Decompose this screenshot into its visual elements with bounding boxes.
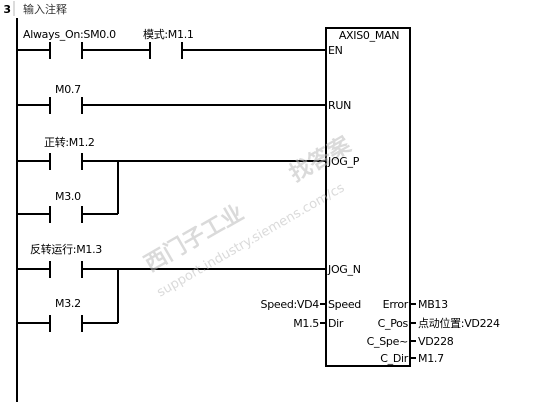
contact-label-m30[interactable]: M3.0 bbox=[55, 190, 81, 203]
contact-label-m32[interactable]: M3.2 bbox=[55, 297, 81, 310]
block-title[interactable]: AXIS0_MAN bbox=[338, 29, 400, 42]
pin-jog-p: JOG_P bbox=[328, 155, 360, 168]
contact-label-always-on[interactable]: Always_On:SM0.0 bbox=[23, 28, 116, 41]
network-comment[interactable]: 输入注释 bbox=[23, 3, 67, 16]
pin-run: RUN bbox=[328, 99, 352, 112]
pin-error: Error bbox=[382, 298, 409, 311]
operand-cdir[interactable]: M1.7 bbox=[418, 352, 444, 365]
operand-dir[interactable]: M1.5 bbox=[293, 317, 319, 330]
operand-cspe[interactable]: VD228 bbox=[418, 335, 454, 348]
pin-c-spe: C_Spe~ bbox=[366, 335, 409, 348]
watermark: 西门子工业 找答案 support.industry.siemens.com/c… bbox=[140, 131, 356, 300]
function-block-box bbox=[325, 27, 411, 367]
network-number: 3 bbox=[3, 3, 11, 16]
contact-label-m07[interactable]: M0.7 bbox=[55, 83, 81, 96]
pin-c-pos: C_Pos bbox=[377, 317, 409, 330]
pin-jog-n: JOG_N bbox=[328, 263, 361, 276]
rung-jog-n bbox=[17, 261, 326, 332]
rung-jog-p bbox=[17, 153, 326, 223]
pin-c-dir: C_Dir bbox=[380, 352, 408, 365]
rung-run bbox=[17, 97, 326, 114]
rung-en bbox=[17, 42, 326, 59]
pin-en: EN bbox=[328, 44, 343, 57]
contact-label-reverse[interactable]: 反转运行:M1.3 bbox=[30, 243, 102, 256]
pin-speed: Speed bbox=[328, 298, 361, 311]
operand-cpos[interactable]: 点动位置:VD224 bbox=[418, 317, 500, 330]
pin-dir: Dir bbox=[328, 317, 344, 330]
contact-label-forward[interactable]: 正转:M1.2 bbox=[44, 136, 95, 149]
operand-error[interactable]: MB13 bbox=[418, 298, 448, 311]
operand-speed[interactable]: Speed:VD4 bbox=[260, 298, 320, 311]
contact-label-mode[interactable]: 模式:M1.1 bbox=[143, 28, 194, 41]
